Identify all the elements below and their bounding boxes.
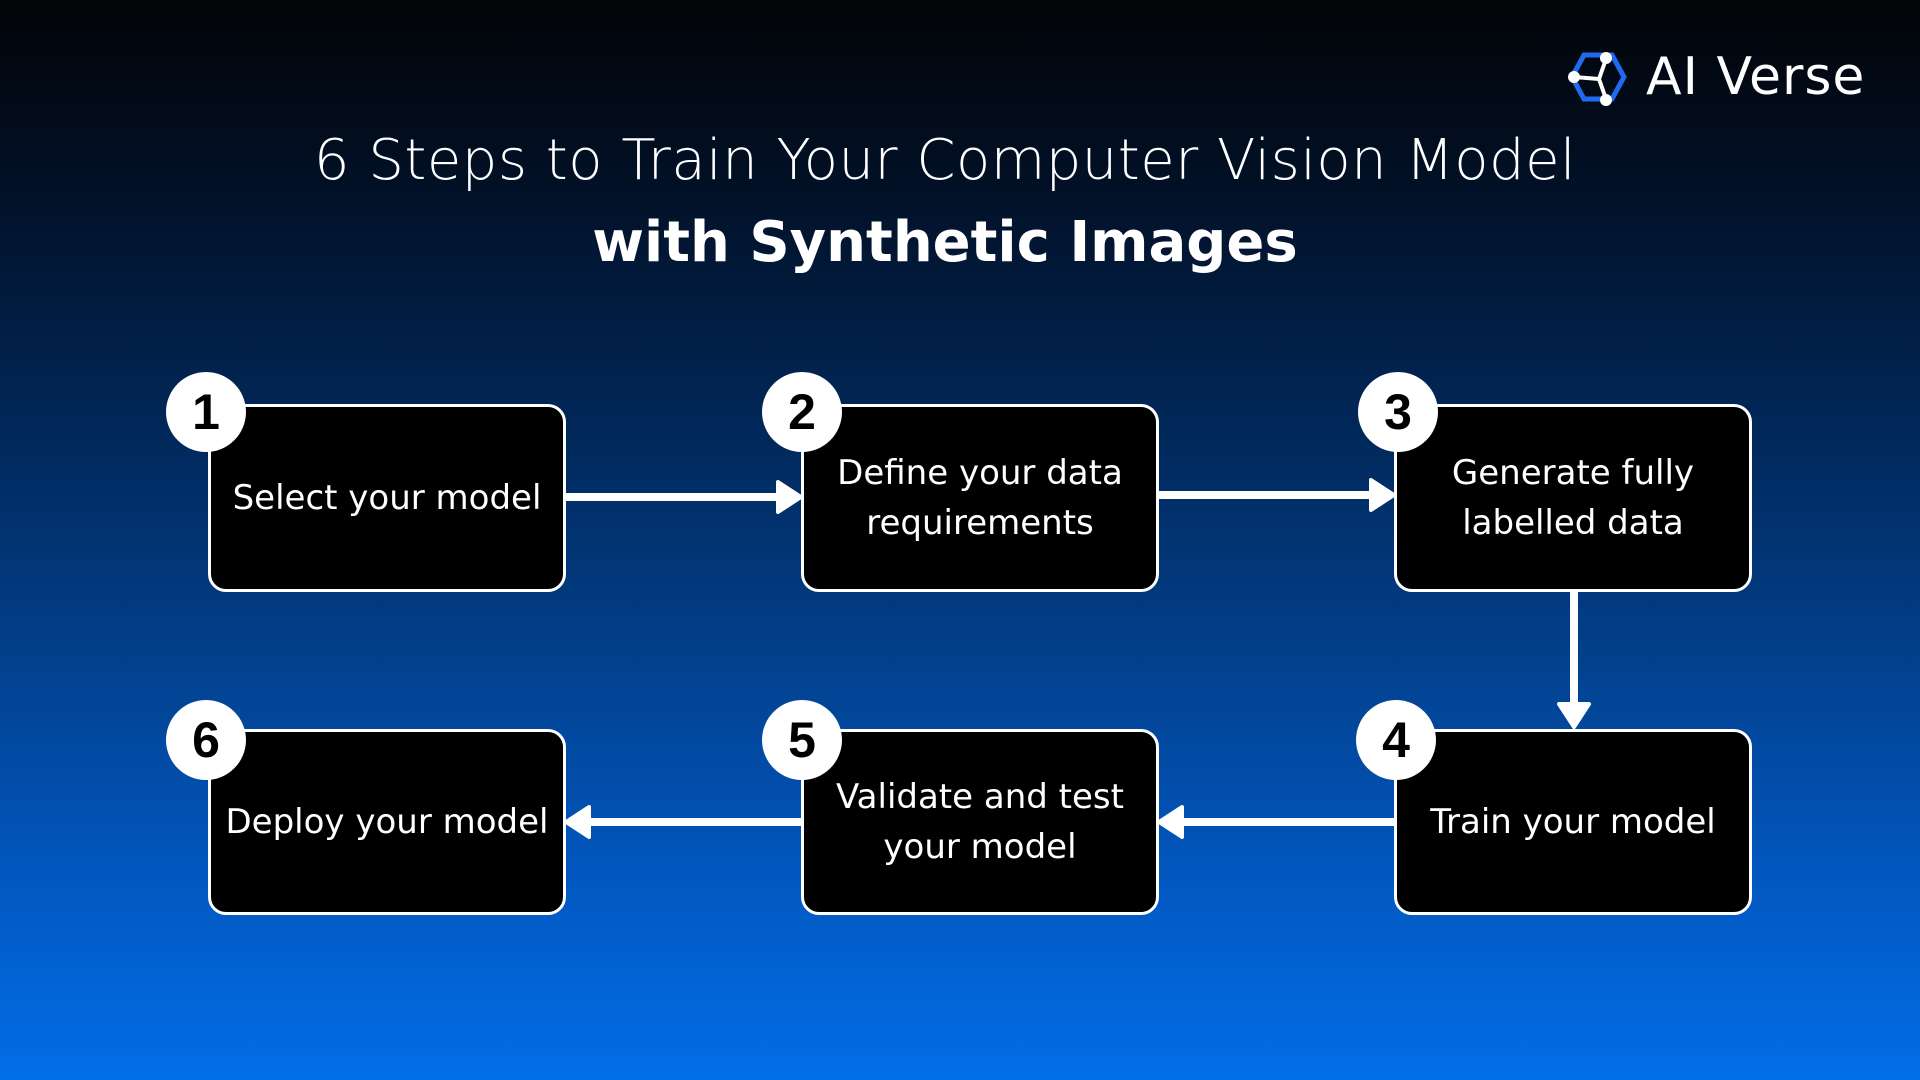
page-title: 6 Steps to Train Your Computer Vision Mo… [313, 128, 1577, 193]
step-5-box: Validate and test your model [801, 729, 1159, 915]
step-3-badge: 3 [1358, 372, 1438, 452]
step-3-box: Generate fully labelled data [1394, 404, 1752, 592]
step-1-box: Select your model [208, 404, 566, 592]
arrow-5-to-6 [564, 805, 801, 839]
step-5-label: Validate and test your model [836, 777, 1124, 867]
step-2-box: Define your data requirements [801, 404, 1159, 592]
brand-logo: AI Verse [1566, 44, 1865, 110]
arrow-4-to-5 [1157, 805, 1394, 839]
step-6-box: Deploy your model [208, 729, 566, 915]
step-6-label: Deploy your model [225, 802, 549, 842]
step-1-badge: 1 [166, 372, 246, 452]
ai-verse-hexagon-network-icon [1568, 52, 1627, 106]
step-6-badge: 6 [166, 700, 246, 780]
step-2-label: Define your data requirements [837, 453, 1123, 543]
step-3-label: Generate fully labelled data [1451, 453, 1695, 543]
arrow-3-to-4 [1557, 591, 1591, 729]
step-4-badge: 4 [1356, 700, 1436, 780]
arrow-2-to-3 [1158, 478, 1396, 512]
step-5-badge: 5 [762, 700, 842, 780]
step-4-box: Train your model [1394, 729, 1752, 915]
page-subtitle: with Synthetic Images [592, 210, 1298, 275]
step-4-label: Train your model [1430, 802, 1716, 842]
arrow-1-to-2 [566, 480, 803, 514]
step-1-label: Select your model [232, 478, 542, 518]
brand-name: AI Verse [1646, 47, 1866, 107]
step-2-badge: 2 [762, 372, 842, 452]
